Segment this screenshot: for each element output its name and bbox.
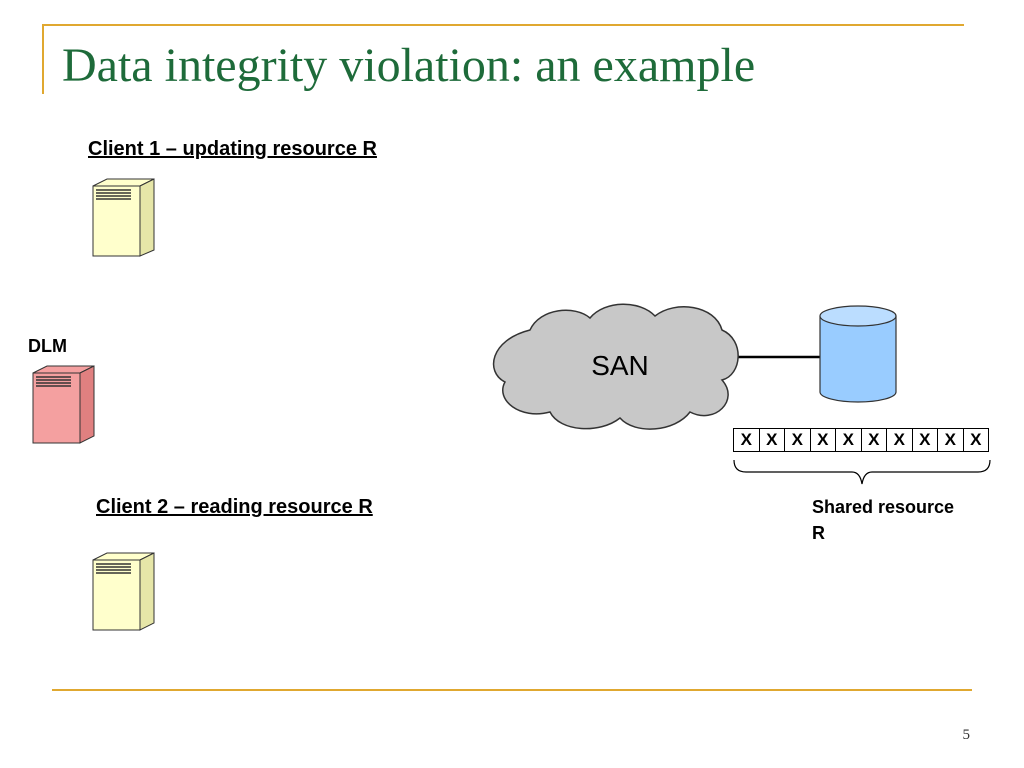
resource-cell: X [784,428,811,452]
resource-cell: X [758,428,785,452]
san-label: SAN [591,350,649,381]
resource-cell: X [835,428,862,452]
slide-frame-bottom [52,689,972,691]
resource-cell: X [911,428,938,452]
client2-label: Client 2 – reading resource R [96,496,373,518]
slide-title: Data integrity violation: an example [62,39,756,92]
page-number: 5 [962,727,971,743]
shared-resource-label: Shared resource R [812,497,955,543]
resource-cell: X [733,428,760,452]
storage-disk-icon [819,305,897,403]
resource-brace [733,459,991,485]
resource-cell: X [860,428,887,452]
resource-cell: X [809,428,836,452]
slide-frame-top [42,24,964,26]
resource-cell: X [886,428,913,452]
client1-label: Client 1 – updating resource R [88,138,377,160]
resource-cell: X [937,428,964,452]
dlm-server-icon [32,365,95,444]
slide-frame-left [42,24,44,94]
san-cloud-icon [492,303,739,430]
client1-server-icon [92,178,155,257]
client2-server-icon [92,552,155,631]
resource-cell: X [962,428,989,452]
dlm-label: DLM [28,336,67,356]
